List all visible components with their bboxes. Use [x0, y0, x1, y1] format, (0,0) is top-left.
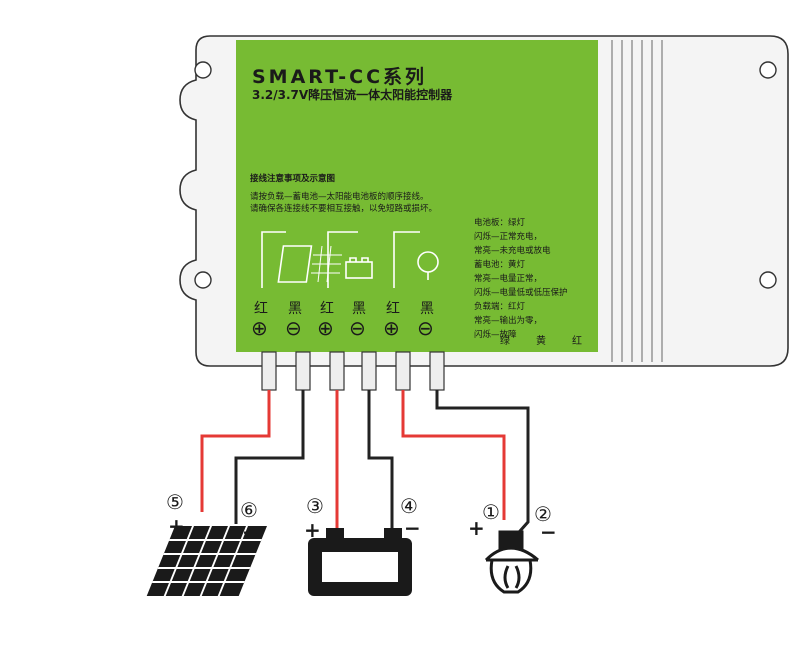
mount-hole-top-left	[194, 61, 212, 79]
led-label-yellow: 黄	[536, 336, 546, 347]
solar-panel-icon	[277, 245, 313, 283]
led-label-green: 绿	[500, 336, 510, 347]
battery	[308, 528, 412, 596]
battery-minus-number: ④	[400, 494, 418, 518]
mount-hole-bottom-left	[194, 271, 212, 289]
battery-plus-number: ③	[306, 494, 324, 518]
note-line-1: 请按负载—蓄电池—太阳能电池板的顺序接线。	[250, 192, 429, 202]
wire-solar-minus	[234, 390, 305, 524]
wire-lamp-plus	[401, 390, 506, 520]
lamp-plus-number: ①	[482, 500, 500, 524]
terminal-5-polarity: ⊕	[383, 316, 400, 340]
lamp-plus-sign: +	[468, 516, 485, 540]
solar-plus-sign: +	[168, 514, 185, 538]
wire-battery-minus	[367, 390, 394, 530]
terminal-6-label: 黑	[420, 301, 434, 317]
wire-solar-plus	[200, 390, 271, 512]
lamp-bracket	[393, 231, 420, 288]
wire-lamp-minus	[435, 390, 530, 541]
terminal-2-label: 黑	[288, 301, 302, 317]
solar-minus-number: ⑥	[240, 498, 258, 522]
solar-panel-grid	[311, 245, 342, 283]
terminal-1-label: 红	[254, 301, 268, 317]
heatsink-fins	[611, 40, 663, 362]
solar-panel	[146, 526, 267, 596]
led-legend-9: 闪烁—故障	[474, 330, 517, 340]
lamp-minus-sign: −	[540, 520, 557, 544]
mount-hole-top-right	[759, 61, 777, 79]
battery-plus-sign: +	[304, 518, 321, 542]
wires	[200, 390, 530, 541]
green-label-panel	[236, 40, 598, 352]
led-legend-1: 电池板：绿灯	[474, 218, 526, 228]
notes-heading: 接线注意事项及示意图	[250, 174, 336, 184]
led-label-red: 红	[572, 336, 582, 347]
solar-minus-sign: −	[242, 520, 259, 544]
led-legend-6: 闪烁—电量低或低压保护	[474, 288, 568, 298]
led-legend-2: 闪烁—正常充电，	[474, 232, 543, 242]
mount-hole-bottom-right	[759, 271, 777, 289]
solar-bracket	[261, 231, 286, 288]
lamp-minus-number: ②	[534, 502, 552, 526]
led-legend-4: 蓄电池：黄灯	[474, 260, 526, 270]
solar-plus-number: ⑤	[166, 490, 184, 514]
terminal-1-polarity: ⊕	[251, 316, 268, 340]
terminal-6-polarity: ⊖	[417, 316, 434, 340]
led-legend-5: 常亮—电量正常，	[474, 274, 543, 284]
terminal-2-polarity: ⊖	[285, 316, 302, 340]
terminal-4-label: 黑	[352, 301, 366, 317]
device-title: SMART-CC系列	[252, 66, 428, 88]
terminal-5-label: 红	[386, 301, 400, 317]
note-line-2: 请确保各连接线不要相互接触，以免短路或损坏。	[250, 204, 438, 214]
lamp	[484, 530, 539, 594]
device-subtitle: 3.2/3.7V降压恒流一体太阳能控制器	[252, 88, 453, 102]
terminal-3-polarity: ⊕	[317, 316, 334, 340]
battery-minus-sign: −	[404, 516, 421, 540]
led-legend-7: 负载端：红灯	[474, 302, 526, 312]
led-legend-3: 常亮—未充电或放电	[474, 246, 551, 256]
terminal-4-polarity: ⊖	[349, 316, 366, 340]
led-legend-8: 常亮—输出为零，	[474, 316, 543, 326]
terminal-3-label: 红	[320, 301, 334, 317]
battery-icon	[345, 261, 373, 279]
